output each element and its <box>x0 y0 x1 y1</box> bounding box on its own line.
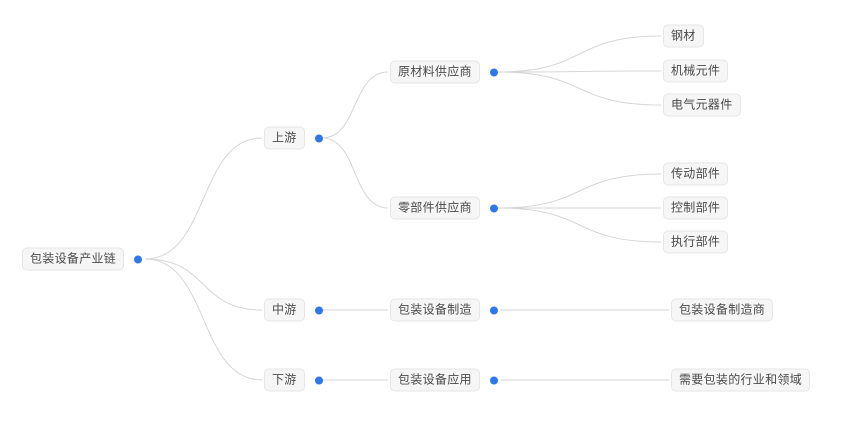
node-label-steel: 钢材 <box>663 24 704 48</box>
link-parts-supplier-to-actuator-parts <box>497 207 662 243</box>
node-raw-material-supplier[interactable]: 原材料供应商 <box>390 60 498 84</box>
expand-dot-icon-equipment-application[interactable] <box>489 376 498 384</box>
node-label-equipment-maker: 包装设备制造商 <box>671 298 774 322</box>
node-label-control-parts: 控制部件 <box>663 196 729 220</box>
expand-dot-icon-raw-material-supplier[interactable] <box>489 68 498 76</box>
node-packaging-industries[interactable]: 需要包装的行业和领域 <box>671 368 811 392</box>
node-label-parts-supplier: 零部件供应商 <box>390 196 480 220</box>
node-label-actuator-parts: 执行部件 <box>663 230 729 254</box>
link-raw-material-supplier-to-electrical-parts <box>497 71 662 106</box>
node-electrical-parts[interactable]: 电气元器件 <box>663 93 741 117</box>
node-steel[interactable]: 钢材 <box>663 24 704 48</box>
expand-dot-icon-parts-supplier[interactable] <box>489 204 498 212</box>
link-root-to-upstream <box>144 137 263 260</box>
expand-dot-icon-downstream[interactable] <box>314 376 323 384</box>
link-upstream-to-parts-supplier <box>321 137 389 209</box>
node-label-root: 包装设备产业链 <box>22 247 125 271</box>
node-downstream[interactable]: 下游 <box>264 368 323 392</box>
node-label-transmission-parts: 传动部件 <box>663 162 729 186</box>
link-upstream-to-raw-material-supplier <box>321 71 389 139</box>
node-actuator-parts[interactable]: 执行部件 <box>663 230 729 254</box>
node-equipment-manufacture[interactable]: 包装设备制造 <box>390 298 498 322</box>
link-raw-material-supplier-to-steel <box>497 35 662 73</box>
node-label-equipment-application: 包装设备应用 <box>390 368 480 392</box>
link-root-to-downstream <box>144 258 263 381</box>
node-label-raw-material-supplier: 原材料供应商 <box>390 60 480 84</box>
node-equipment-maker[interactable]: 包装设备制造商 <box>671 298 774 322</box>
node-upstream[interactable]: 上游 <box>264 126 323 150</box>
node-label-downstream: 下游 <box>264 368 305 392</box>
node-label-packaging-industries: 需要包装的行业和领域 <box>671 368 811 392</box>
node-label-midstream: 中游 <box>264 298 305 322</box>
node-label-equipment-manufacture: 包装设备制造 <box>390 298 480 322</box>
node-label-mechanical-parts: 机械元件 <box>663 59 729 83</box>
expand-dot-icon-equipment-manufacture[interactable] <box>489 306 498 314</box>
node-equipment-application[interactable]: 包装设备应用 <box>390 368 498 392</box>
link-root-to-midstream <box>144 258 263 311</box>
link-raw-material-supplier-to-mechanical-parts <box>497 70 662 73</box>
expand-dot-icon-root[interactable] <box>134 255 143 263</box>
node-mechanical-parts[interactable]: 机械元件 <box>663 59 729 83</box>
link-parts-supplier-to-transmission-parts <box>497 173 662 209</box>
node-root[interactable]: 包装设备产业链 <box>22 247 143 271</box>
expand-dot-icon-midstream[interactable] <box>314 306 323 314</box>
node-control-parts[interactable]: 控制部件 <box>663 196 729 220</box>
node-label-upstream: 上游 <box>264 126 305 150</box>
node-label-electrical-parts: 电气元器件 <box>663 93 741 117</box>
node-transmission-parts[interactable]: 传动部件 <box>663 162 729 186</box>
node-parts-supplier[interactable]: 零部件供应商 <box>390 196 498 220</box>
node-midstream[interactable]: 中游 <box>264 298 323 322</box>
expand-dot-icon-upstream[interactable] <box>314 134 323 142</box>
